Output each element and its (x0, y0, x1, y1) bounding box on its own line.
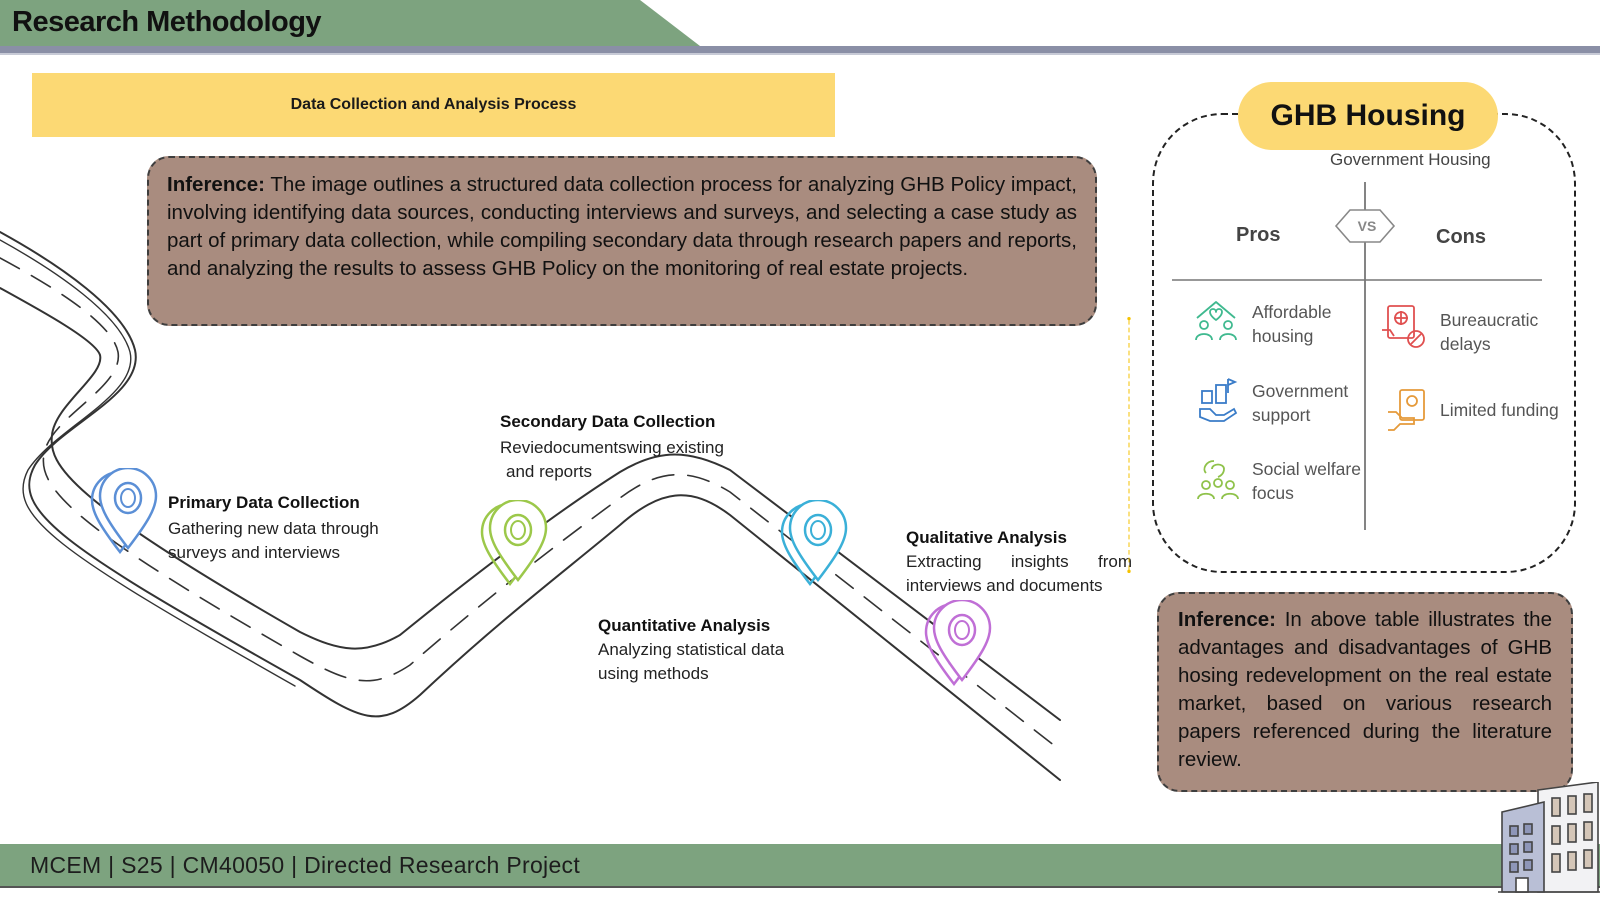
con-item-bureaucratic-delays: Bureaucratic delays (1440, 308, 1538, 356)
pro-item-affordable-housing: Affordable housing (1252, 300, 1331, 348)
location-pin-icon (924, 600, 992, 686)
page-title: Research Methodology (12, 6, 322, 38)
building-icon (1498, 782, 1600, 893)
vs-badge: VS (1357, 218, 1377, 234)
header-band (0, 0, 700, 46)
stage-desc-line: and reports (506, 462, 592, 481)
vertical-divider (1127, 317, 1131, 573)
inference-text: The image outlines a structured data col… (167, 173, 1078, 280)
con-item-limited-funding: Limited funding (1440, 398, 1559, 422)
stage-desc-line: Gathering new data through (168, 519, 379, 538)
stage-title: Secondary Data Collection (500, 412, 716, 431)
stage-secondary-data-collection: Secondary Data Collection Reviedocuments… (500, 412, 780, 484)
inference-text: In above table illustrates the advantage… (1178, 608, 1552, 771)
header-rule (0, 46, 1600, 53)
stage-quantitative-analysis: Quantitative Analysis Analyzing statisti… (598, 616, 858, 686)
road-inner-edge (0, 287, 1061, 721)
item-label-line: focus (1252, 483, 1294, 503)
government-support-icon (1199, 378, 1238, 422)
comparison-subtitle: Government Housing (1330, 150, 1491, 169)
stage-desc-line: surveys and interviews (168, 543, 340, 562)
stage-desc-line: using methods (598, 664, 709, 683)
item-label-line: Limited funding (1440, 400, 1559, 420)
pros-cons-separator (1172, 182, 1542, 530)
pro-item-social-welfare: Social welfare focus (1252, 457, 1361, 505)
footer-rule (0, 886, 1600, 888)
header-rule-light (0, 53, 1600, 55)
road-outer-edge (0, 231, 1061, 781)
affordable-housing-icon (1195, 301, 1237, 341)
stage-desc-line: Analyzing statistical data (598, 640, 785, 659)
inference-box-right: Inference: In above table illustrates th… (1157, 592, 1573, 792)
limited-funding-icon (1388, 389, 1425, 431)
stage-desc-line: interviews and documents (906, 576, 1103, 595)
social-welfare-icon (1197, 460, 1239, 500)
item-label-line: Affordable (1252, 302, 1332, 322)
road-center-line (0, 257, 1061, 751)
location-pin-icon (780, 500, 848, 586)
road-outer-edge-shadow (0, 239, 296, 687)
stage-title: Qualitative Analysis (906, 528, 1067, 547)
item-label-line: Government (1252, 381, 1349, 401)
item-label-line: Bureaucratic (1440, 310, 1539, 330)
stage-desc-line: Reviedocumentswing existing (500, 438, 724, 457)
pro-item-government-support: Government support (1252, 379, 1348, 427)
item-label-line: support (1252, 405, 1311, 425)
comparison-title: GHB Housing (1238, 82, 1498, 150)
stage-title: Quantitative Analysis (598, 616, 771, 635)
pros-heading: Pros (1236, 224, 1281, 246)
location-pin-icon (90, 468, 158, 554)
footer-text: MCEM | S25 | CM40050 | Directed Research… (30, 852, 581, 878)
inference-label: Inference: (1178, 608, 1276, 631)
stage-primary-data-collection: Primary Data Collection Gathering new da… (168, 493, 448, 565)
process-banner: Data Collection and Analysis Process (32, 73, 835, 137)
process-banner-title: Data Collection and Analysis Process (290, 96, 577, 113)
roadmap-road (0, 231, 1061, 781)
footer-band (0, 844, 1600, 886)
item-label-line: delays (1440, 334, 1491, 354)
stage-title: Primary Data Collection (168, 493, 360, 512)
cons-heading: Cons (1436, 226, 1486, 248)
inference-box-main: Inference: The image outlines a structur… (147, 156, 1097, 326)
item-label-line: housing (1252, 326, 1314, 346)
location-pin-icon (480, 500, 548, 586)
inference-label: Inference: (167, 173, 265, 196)
stage-desc-line: Extracting insights from (906, 552, 1132, 571)
bureaucratic-delays-icon (1382, 305, 1425, 348)
item-label-line: Social welfare (1252, 459, 1361, 479)
stage-qualitative-analysis: Qualitative Analysis Extracting insights… (906, 528, 1132, 598)
